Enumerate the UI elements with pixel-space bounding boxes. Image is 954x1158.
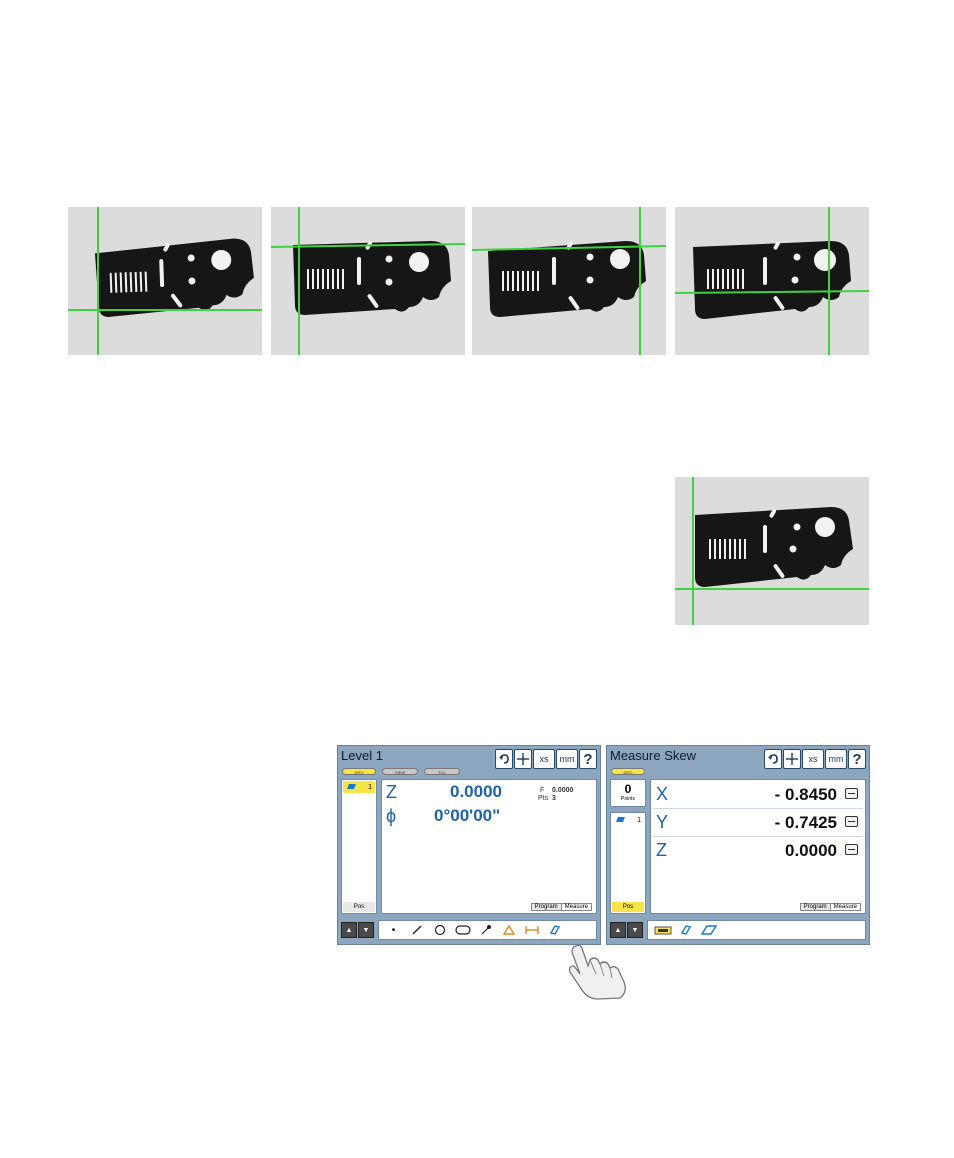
y-zero-button[interactable] — [845, 816, 858, 827]
part-image-1 — [68, 207, 262, 355]
view-pill[interactable]: VIEW — [382, 768, 418, 775]
x-axis-row: X - 0.8450 — [653, 782, 863, 809]
f-value: 0.0000 — [552, 787, 574, 794]
level-screen: Level 1 xs mm ? DRO VIEW TOL 1 Pos Z 0.0… — [337, 745, 601, 945]
tab-program[interactable]: Program — [799, 903, 831, 911]
mode-tabs: Program Measure — [530, 903, 592, 911]
pts-label: Pts — [538, 795, 549, 802]
feature-list: 1 Pos — [610, 812, 646, 914]
phi-value: 0°00'00" — [434, 806, 501, 825]
y-axis-row: Y - 0.7425 — [653, 810, 863, 837]
xs-button[interactable]: xs — [533, 749, 555, 769]
part-image-4 — [675, 207, 869, 355]
undo-icon[interactable] — [495, 749, 513, 769]
points-counter: 0 Points — [610, 779, 646, 807]
screen-title: Level 1 — [341, 748, 383, 763]
z-zero-button[interactable] — [845, 844, 858, 855]
z-axis-label: Z — [656, 840, 667, 860]
points-count: 0 — [624, 782, 632, 796]
pts-value: 3 — [552, 795, 556, 802]
feature-list-item[interactable]: 1 — [343, 781, 375, 793]
x-zero-button[interactable] — [845, 788, 858, 799]
feature-list: 1 Pos — [341, 779, 377, 914]
z-axis-row: Z 0.0000 — [653, 838, 863, 864]
xs-button[interactable]: xs — [802, 749, 824, 769]
mode-tabs: Program Measure — [799, 903, 861, 911]
tab-program[interactable]: Program — [530, 903, 562, 911]
help-button[interactable]: ? — [848, 749, 866, 769]
skew-tool-strip — [647, 920, 866, 940]
pos-label[interactable]: Pos — [343, 902, 375, 912]
tab-measure[interactable]: Measure — [560, 903, 592, 911]
undo-icon[interactable] — [764, 749, 782, 769]
arrow-down-button[interactable]: ▼ — [358, 922, 374, 938]
dro-tool-icon[interactable] — [652, 922, 673, 938]
measure-tool-strip: • — [378, 920, 597, 940]
plane-gem-icon — [616, 817, 625, 822]
feature-list-item[interactable]: 1 — [612, 814, 644, 826]
tol-pill[interactable]: TOL — [424, 768, 460, 775]
readout-panel: X - 0.8450 Y - 0.7425 Z 0.0000 Program M… — [650, 779, 866, 914]
part-image-2 — [271, 207, 465, 355]
phi-icon: ϕ — [386, 806, 397, 826]
f-label: F — [540, 787, 545, 794]
plane-icon[interactable] — [675, 922, 696, 938]
readout-panel: Z 0.0000 F 0.0000 Pts 3 ϕ 0°00'00" Progr… — [381, 779, 597, 914]
arrow-up-button[interactable]: ▲ — [610, 922, 626, 938]
bottom-bar: ▲ ▼ • — [341, 919, 597, 941]
measure-skew-screen: Measure Skew xs mm ? DRO 0 Points 1 Pos … — [606, 745, 870, 945]
tab-measure[interactable]: Measure — [829, 903, 861, 911]
crosshair-icon[interactable] — [783, 749, 801, 769]
points-label: Points — [621, 796, 635, 802]
slot-icon[interactable] — [452, 922, 473, 938]
triangle-icon[interactable] — [498, 922, 519, 938]
arrow-down-button[interactable]: ▼ — [627, 922, 643, 938]
dro-pill[interactable]: DRO — [611, 768, 645, 775]
circle-icon[interactable] — [429, 922, 450, 938]
x-value: - 0.8450 — [774, 785, 837, 804]
z-value: 0.0000 — [450, 782, 502, 801]
line-icon[interactable] — [406, 922, 427, 938]
pointing-hand-icon — [562, 944, 632, 1005]
z-axis-label: Z — [386, 782, 397, 802]
distance-icon[interactable] — [521, 922, 542, 938]
bottom-bar: ▲ ▼ — [610, 919, 866, 941]
part-silhouette — [94, 238, 254, 317]
z-value: 0.0000 — [785, 841, 837, 860]
mm-button[interactable]: mm — [825, 749, 847, 769]
help-button[interactable]: ? — [579, 749, 597, 769]
top-toolbar: xs mm ? — [495, 749, 597, 769]
dro-pill[interactable]: DRO — [342, 768, 376, 775]
y-axis-label: Y — [656, 812, 669, 832]
y-value: - 0.7425 — [774, 813, 837, 832]
plane-gem-icon — [347, 784, 356, 789]
point-icon[interactable]: • — [391, 924, 396, 936]
top-toolbar: xs mm ? — [764, 749, 866, 769]
screen-title: Measure Skew — [610, 748, 696, 763]
mm-button[interactable]: mm — [556, 749, 578, 769]
crosshair-icon[interactable] — [514, 749, 532, 769]
x-axis-label: X — [656, 784, 669, 804]
plane-icon[interactable] — [544, 922, 565, 938]
probe-icon[interactable] — [475, 922, 496, 938]
skew-plane-icon[interactable] — [698, 922, 719, 938]
arrow-up-button[interactable]: ▲ — [341, 922, 357, 938]
part-image-3 — [472, 207, 666, 355]
pos-label[interactable]: Pos — [612, 902, 644, 912]
part-image-skew-result — [675, 477, 869, 625]
